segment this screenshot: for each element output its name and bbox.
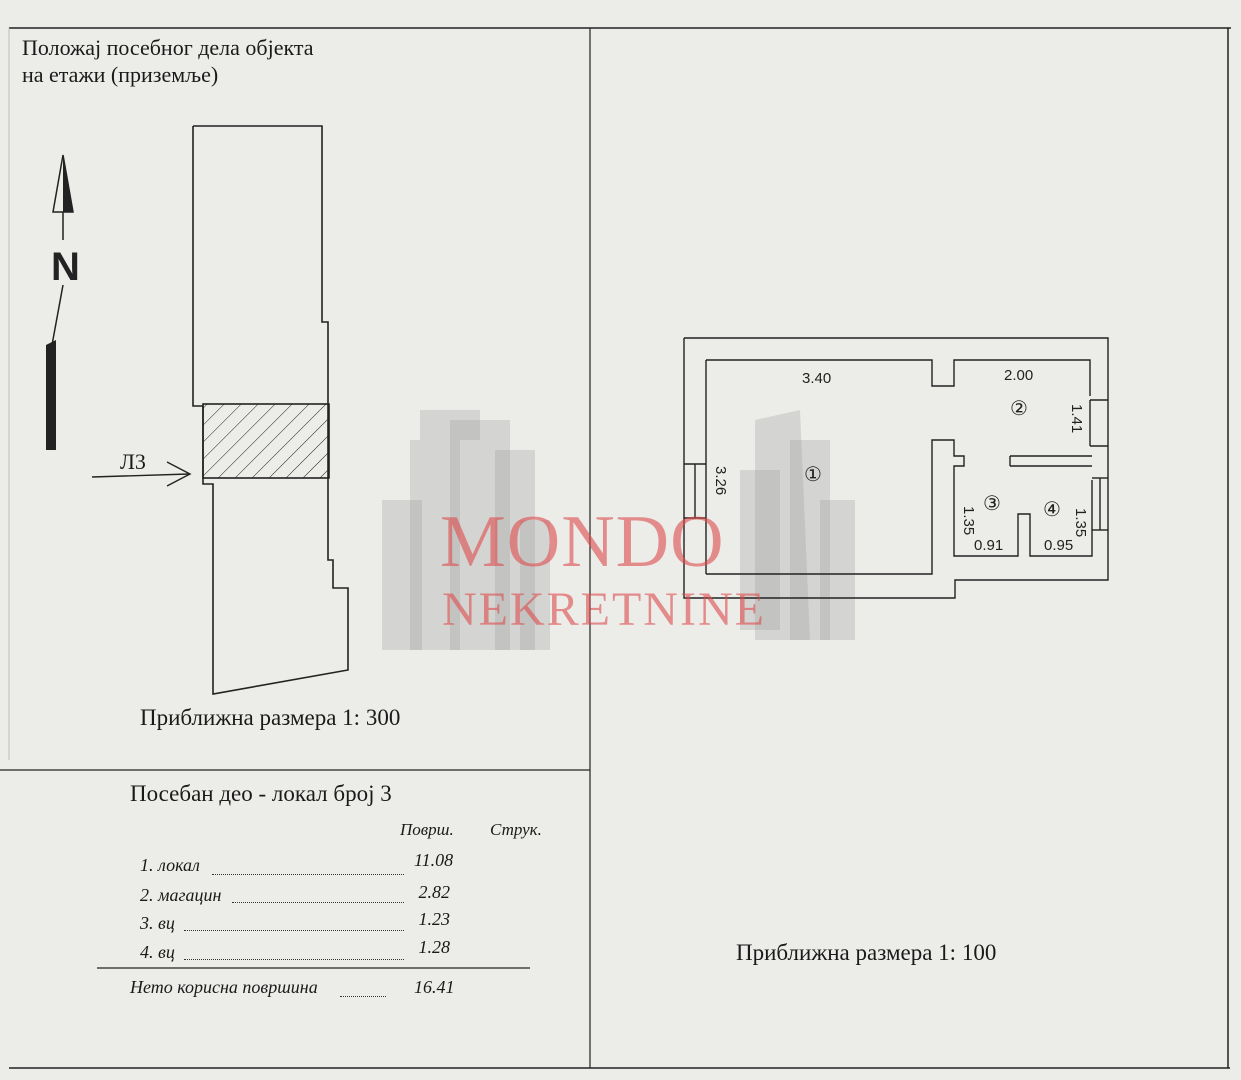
north-label: N [51,245,80,289]
entry-label: Л3 [120,449,146,474]
watermark-buildings-left [382,410,550,650]
room-row-area: 11.08 [414,850,454,870]
dim-room2-width: 2.00 [1004,367,1033,384]
watermark-brand-sub: NEKRETNINE [442,583,766,636]
dim-room3-width: 0.91 [974,537,1003,554]
dim-room4-width: 0.95 [1044,537,1073,554]
room-row-label: 4. вц [140,942,175,962]
room-marker-2: ② [1010,398,1028,420]
dim-room4-height: 1.35 [1072,508,1089,537]
watermark-brand: MONDO [440,501,725,583]
floor-plan-scale: Приближна размера 1: 100 [736,940,997,965]
dot-leader [212,874,404,875]
room-marker-3: ③ [983,493,1001,515]
total-area-value: 16.41 [414,977,455,997]
room-marker-4: ④ [1043,499,1061,521]
dim-room1-height: 3.26 [712,466,729,495]
dim-room3-height: 1.35 [960,506,977,535]
total-area-label: Нето корисна површина [130,977,318,997]
room-row-area: 1.28 [418,937,451,957]
dim-room1-width: 3.40 [802,370,831,387]
title-line-2: на етажи (приземље) [22,62,219,87]
room-row-label: 1. локал [140,855,200,875]
unit-title: Посебан део - локал број 3 [130,781,392,806]
north-arrow: N [46,154,80,450]
dot-leader [184,930,404,931]
dot-leader [184,959,404,960]
floor-plan [683,337,1109,599]
dot-leader [340,996,386,997]
site-plan-scale: Приближна размера 1: 300 [140,705,401,730]
watermark-buildings-right [740,410,855,640]
column-structure-header: Струк. [490,820,542,839]
room-row-label: 3. вц [140,913,175,933]
entry-arrow [91,461,192,487]
room-row-area: 2.82 [418,882,451,902]
dot-leader [232,902,404,903]
room-row-area: 1.23 [418,909,451,929]
room-marker-1: ① [804,464,822,486]
column-area-header: Површ. [400,820,454,839]
dim-room2-height: 1.41 [1068,404,1085,433]
hatched-unit-area [202,403,330,479]
room-row-label: 2. магацин [140,885,222,905]
document-title: Положај посебног дела објекта на етажи (… [22,34,314,88]
title-line-1: Положај посебног дела објекта [22,35,314,60]
